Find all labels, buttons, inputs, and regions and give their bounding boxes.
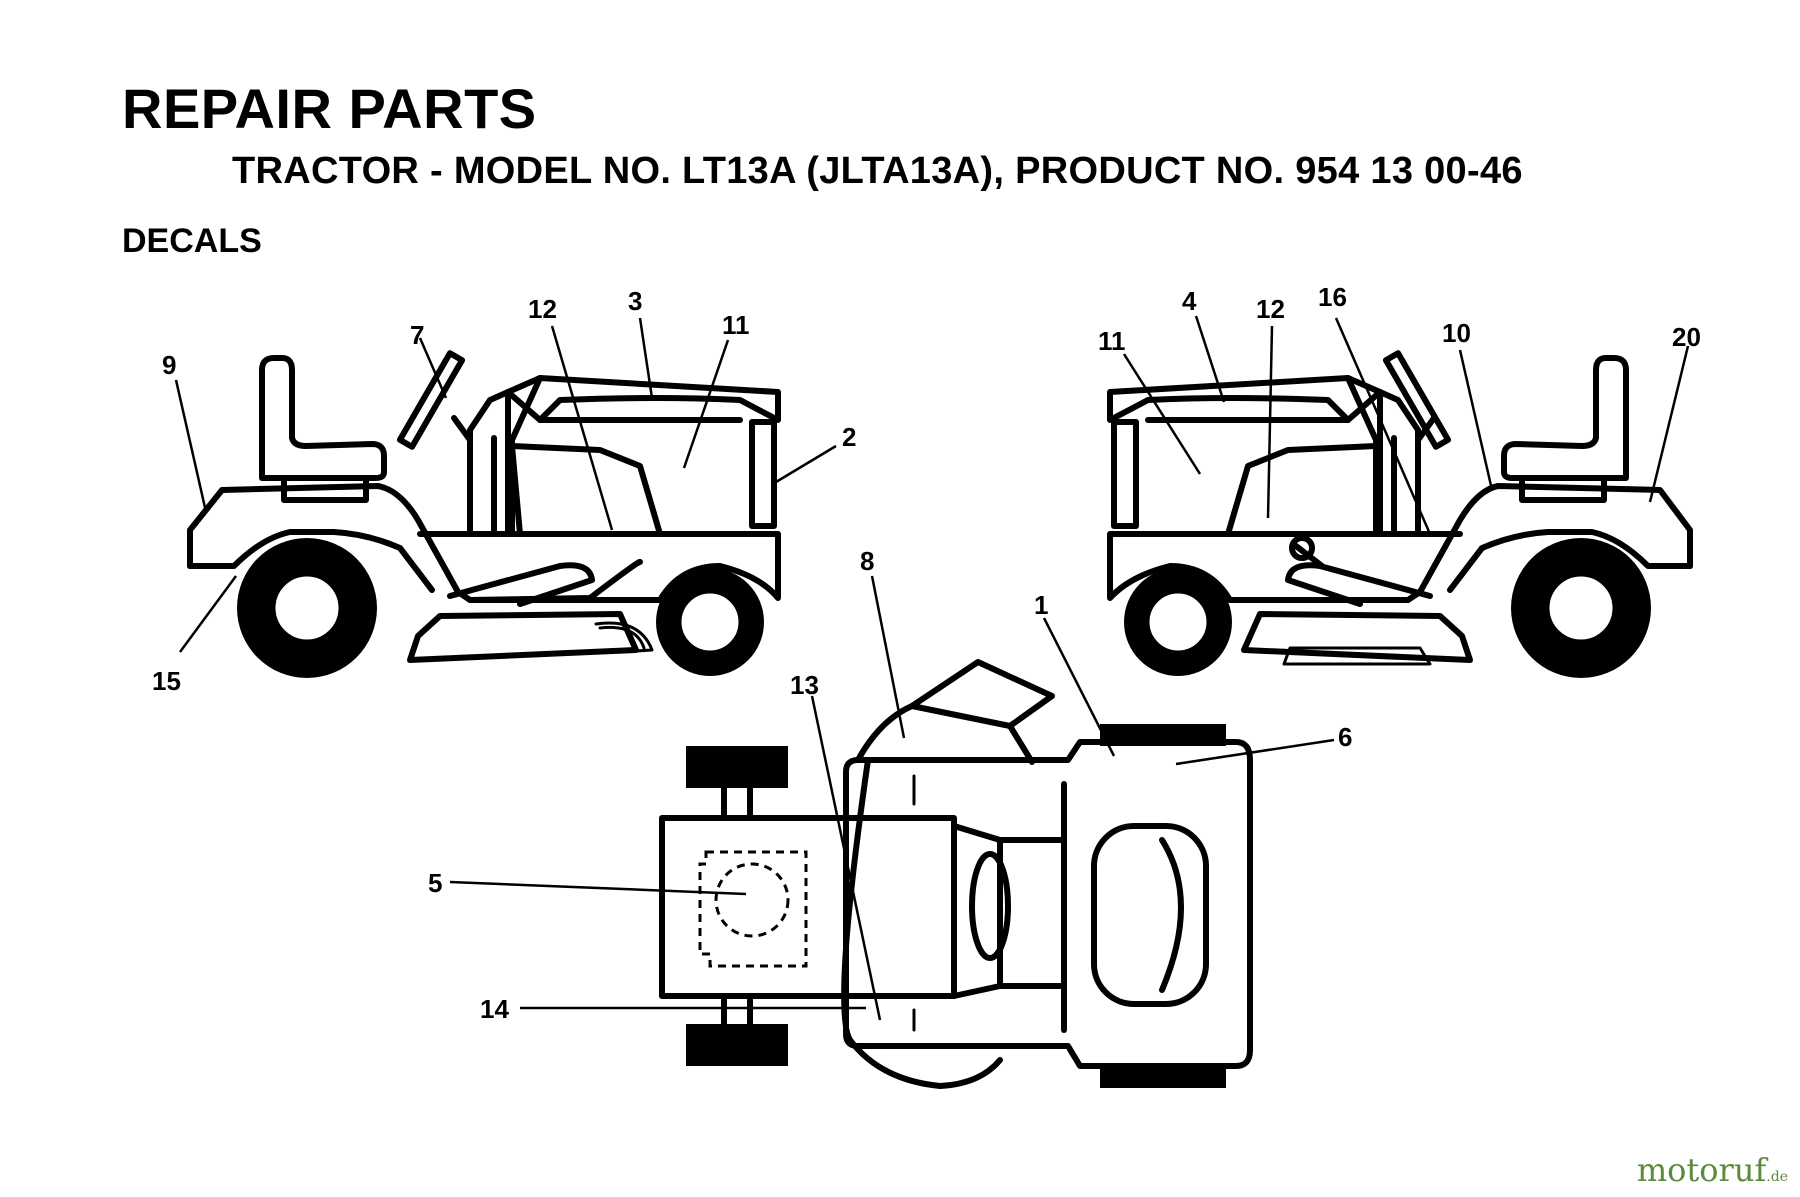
callout-numbers: 9 7 12 3 11 2 15 4 11 12 16 10 20 8 1 13…: [152, 282, 1701, 1024]
callout-11-right: 11: [1098, 326, 1126, 356]
callout-13: 13: [790, 670, 819, 700]
page-title: REPAIR PARTS: [122, 77, 537, 140]
callout-20: 20: [1672, 322, 1701, 352]
callout-9: 9: [162, 350, 176, 380]
watermark-text: motoruf: [1636, 1151, 1767, 1189]
callout-6: 6: [1338, 722, 1352, 752]
callout-4: 4: [1182, 286, 1197, 316]
watermark-logo: motoruf.de: [1637, 1151, 1788, 1189]
callout-14: 14: [480, 994, 509, 1024]
callout-3: 3: [628, 286, 642, 316]
tractor-left-side-view: [187, 350, 781, 678]
callout-10: 10: [1442, 318, 1471, 348]
model-subtitle: TRACTOR - MODEL NO. LT13A (JLTA13A), PRO…: [232, 150, 1523, 192]
callout-16: 16: [1318, 282, 1347, 312]
callout-12-left: 12: [528, 294, 557, 324]
callout-2: 2: [842, 422, 856, 452]
callout-7: 7: [410, 320, 424, 350]
callout-15: 15: [152, 666, 181, 696]
section-heading: DECALS: [122, 222, 262, 260]
callout-8: 8: [860, 546, 874, 576]
tractor-top-view: [659, 659, 1253, 1089]
tractor-right-side-view: [1107, 350, 1693, 678]
callout-leaders: [174, 315, 1690, 1021]
watermark-tld: .de: [1766, 1169, 1788, 1185]
callout-12-right: 12: [1256, 294, 1285, 324]
callout-1: 1: [1034, 590, 1048, 620]
callout-5: 5: [428, 868, 442, 898]
callout-11-left: 11: [722, 310, 750, 340]
